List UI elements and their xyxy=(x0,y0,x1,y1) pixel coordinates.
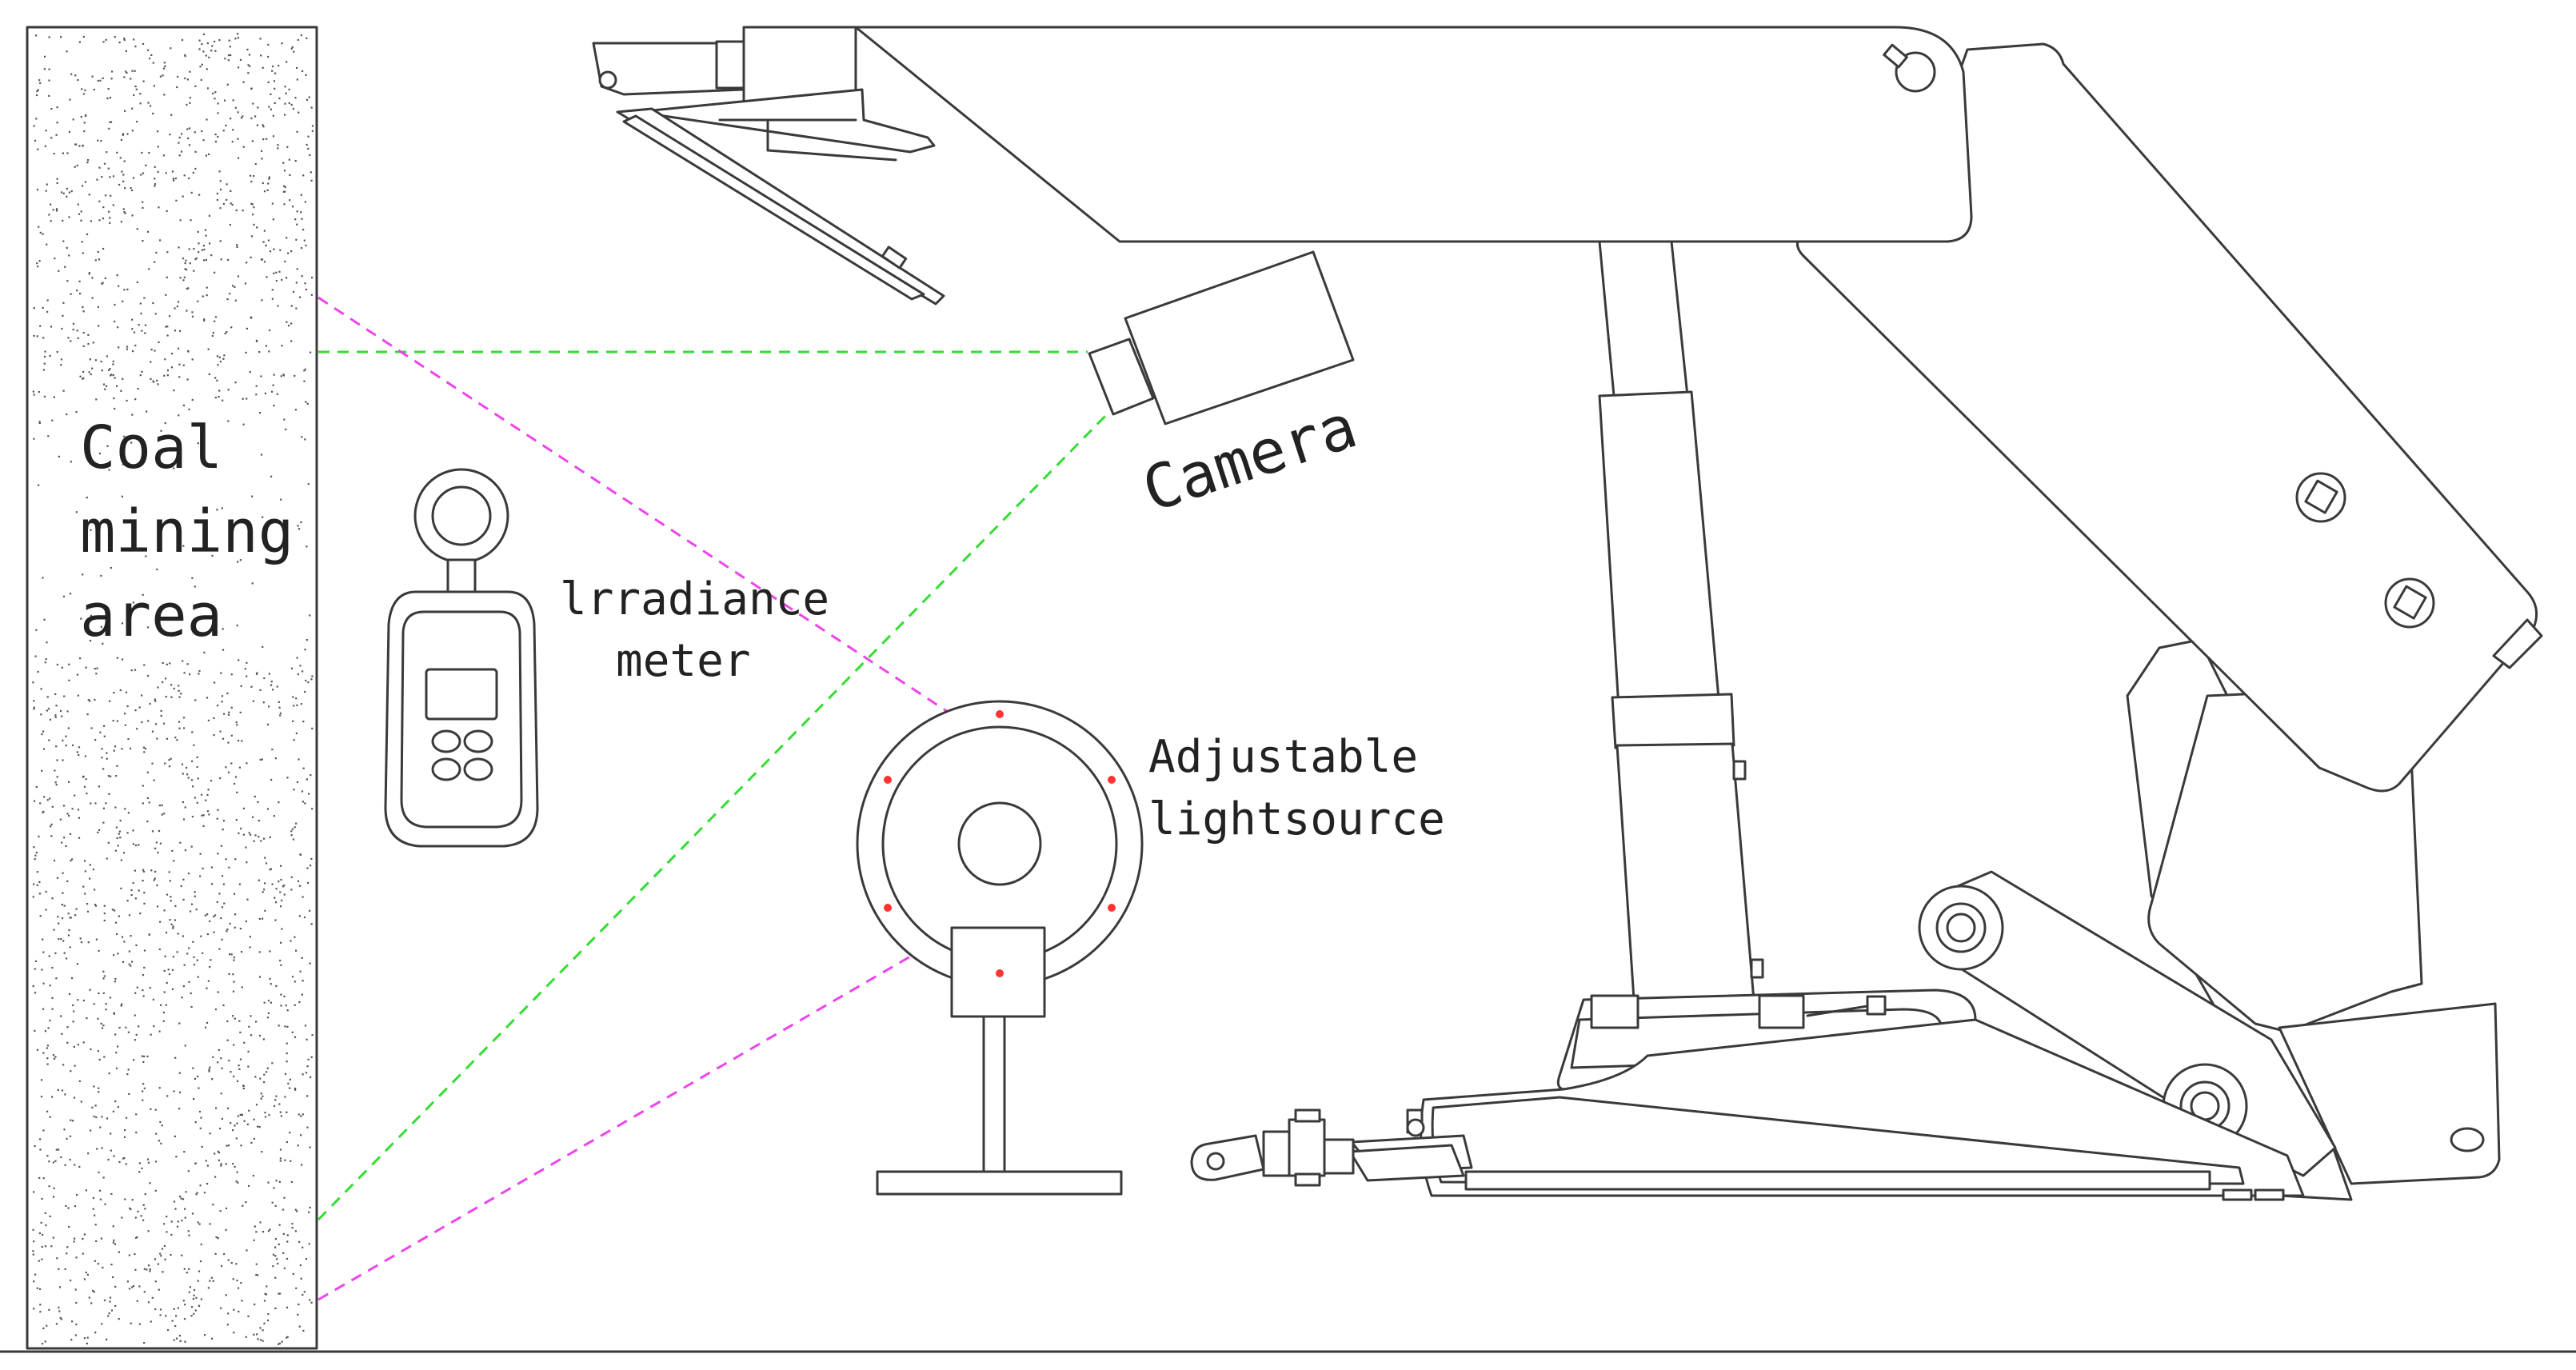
top-right-pin xyxy=(1883,43,1936,93)
lightsource-label-line2: lightsource xyxy=(1148,793,1445,845)
coal-label-line1: Coal xyxy=(80,413,222,482)
coal-mining-area: Coal mining area xyxy=(26,26,318,1350)
link-pin-lower xyxy=(2162,1063,2248,1149)
hydraulic-column xyxy=(1598,240,1764,1025)
bolt-upper xyxy=(2295,472,2346,523)
coal-label-line2: mining xyxy=(80,497,294,566)
camera-field-of-view xyxy=(317,350,1113,1221)
irradiance-label-line2: meter xyxy=(616,635,751,687)
lightsource-label-line1: Adjustable xyxy=(1148,731,1418,783)
front-coupler xyxy=(1190,1108,1355,1187)
canopy-front-tip xyxy=(592,26,945,306)
adjustable-light-source xyxy=(856,700,1144,1196)
link-pin-upper xyxy=(1918,885,2004,971)
led-dots xyxy=(884,710,1116,977)
bolt-lower xyxy=(2384,577,2435,629)
coal-texture xyxy=(32,33,314,1345)
camera xyxy=(1088,250,1355,425)
light-beam xyxy=(318,296,949,1301)
irradiance-meter xyxy=(384,468,539,848)
irradiance-label-line1: lrradiance xyxy=(560,573,829,625)
coal-label-line3: area xyxy=(80,581,222,650)
hydraulic-support xyxy=(592,26,2543,1201)
